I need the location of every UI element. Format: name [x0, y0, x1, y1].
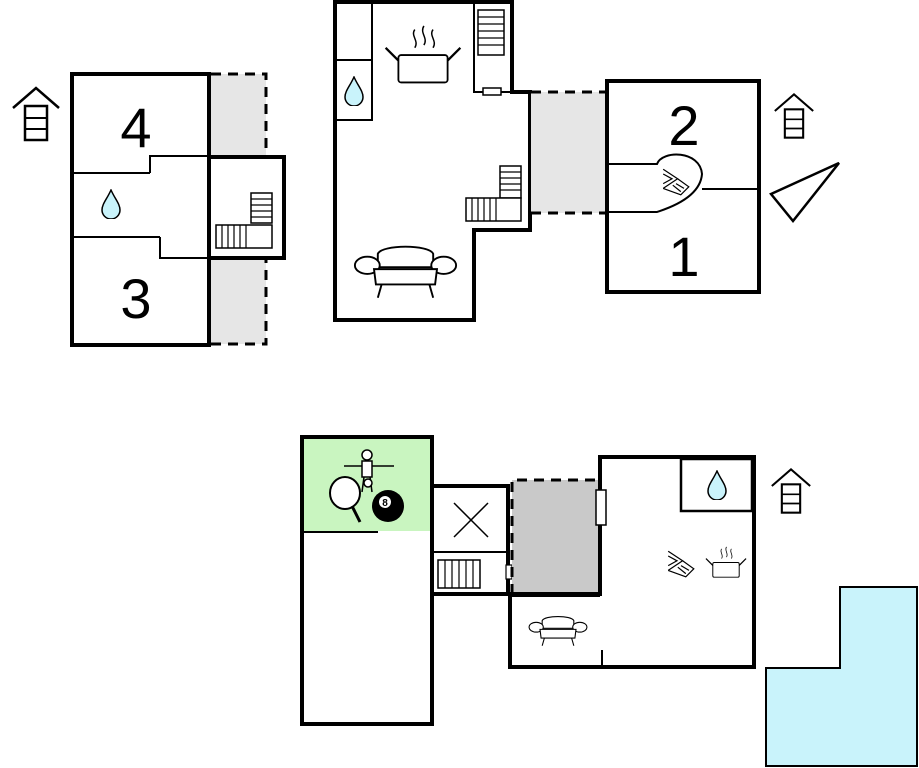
floor-level-house-icon [770, 468, 812, 514]
covered-area [512, 480, 600, 594]
room-number-3: 3 [120, 267, 151, 330]
compass-arrow-icon [769, 161, 840, 223]
room-number-1: 1 [668, 225, 699, 288]
terrace-middle [531, 92, 606, 213]
swimming-pool [765, 586, 918, 767]
water-drop-icon [101, 189, 121, 219]
room-number-4: 4 [120, 96, 151, 159]
stairs-icon [437, 559, 481, 589]
water-drop-icon [707, 470, 727, 500]
bed-icon [667, 550, 695, 578]
upper-right-building: 2 1 [605, 79, 840, 294]
room-number-2: 2 [668, 94, 699, 157]
floor-level-house-icon [773, 93, 815, 139]
cooking-pot-icon [384, 24, 462, 84]
cooking-pot-icon [705, 546, 747, 578]
sofa-icon [528, 615, 588, 647]
water-drop-icon [344, 76, 364, 106]
open-void-cross-icon [453, 502, 489, 538]
billiard-ball-icon: 8 [372, 490, 404, 522]
stairs-icon [215, 192, 273, 249]
upper-middle-building [333, 0, 532, 322]
billiard-ball-number: 8 [382, 498, 388, 509]
table-tennis-icon [329, 476, 373, 523]
sofa-icon [353, 245, 458, 299]
floor-level-house-icon [11, 86, 61, 142]
terrace-upper-left [211, 74, 266, 158]
terrace-lower-left [211, 258, 266, 344]
stairs-icon [477, 9, 505, 56]
stairs-icon [465, 165, 522, 222]
lower-building: 8 [300, 435, 812, 726]
upper-left-building: 4 3 [11, 72, 286, 347]
bed-icon [662, 168, 690, 196]
